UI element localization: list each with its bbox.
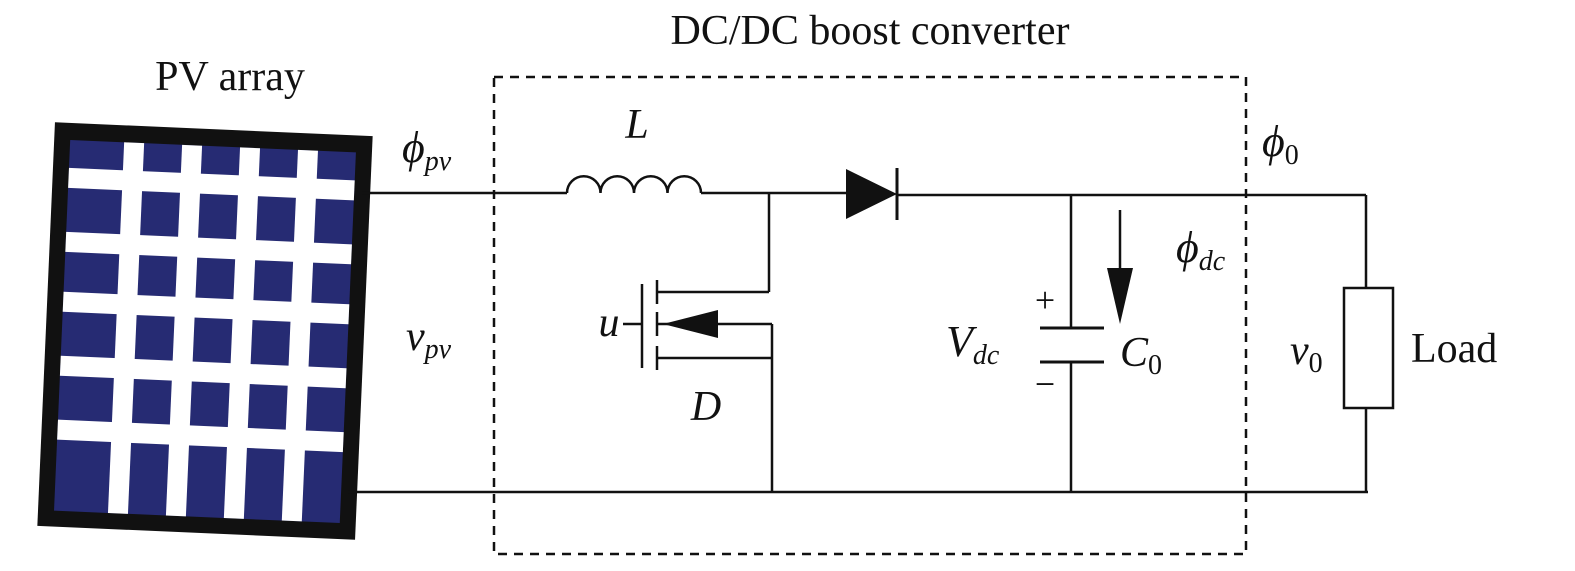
pv-voltage-label: vpv [406, 314, 452, 365]
load-label: Load [1411, 326, 1497, 372]
pv-array-title: PV array [155, 54, 305, 100]
mosfet-switch [623, 280, 718, 370]
pv-current-label: ϕpv [402, 123, 452, 177]
circuit-wires [348, 191, 1368, 494]
gate-signal-label: u [599, 300, 620, 346]
converter-title: DC/DC boost converter [671, 8, 1070, 54]
current-arrow-icon [1107, 210, 1133, 324]
capacitor-plus-sign: + [1035, 280, 1055, 320]
pv-panel-icon [37, 122, 373, 540]
duty-cycle-label: D [690, 384, 721, 430]
capacitor-label: C0 [1120, 330, 1162, 381]
load-resistor [1342, 286, 1395, 410]
dc-voltage-label: Vdc [946, 317, 1000, 371]
dc-current-label: ϕdc [1176, 223, 1226, 277]
converter-boundary-box [492, 75, 1248, 556]
inductor-label: L [624, 102, 648, 148]
output-voltage-label: v0 [1290, 328, 1323, 379]
inductor-coil [565, 175, 703, 194]
mosfet-arrow-icon [663, 310, 718, 338]
capacitor-minus-sign: − [1035, 364, 1055, 404]
diode [846, 168, 899, 220]
capacitor [1040, 326, 1104, 364]
output-current-label: ϕ0 [1262, 117, 1299, 171]
